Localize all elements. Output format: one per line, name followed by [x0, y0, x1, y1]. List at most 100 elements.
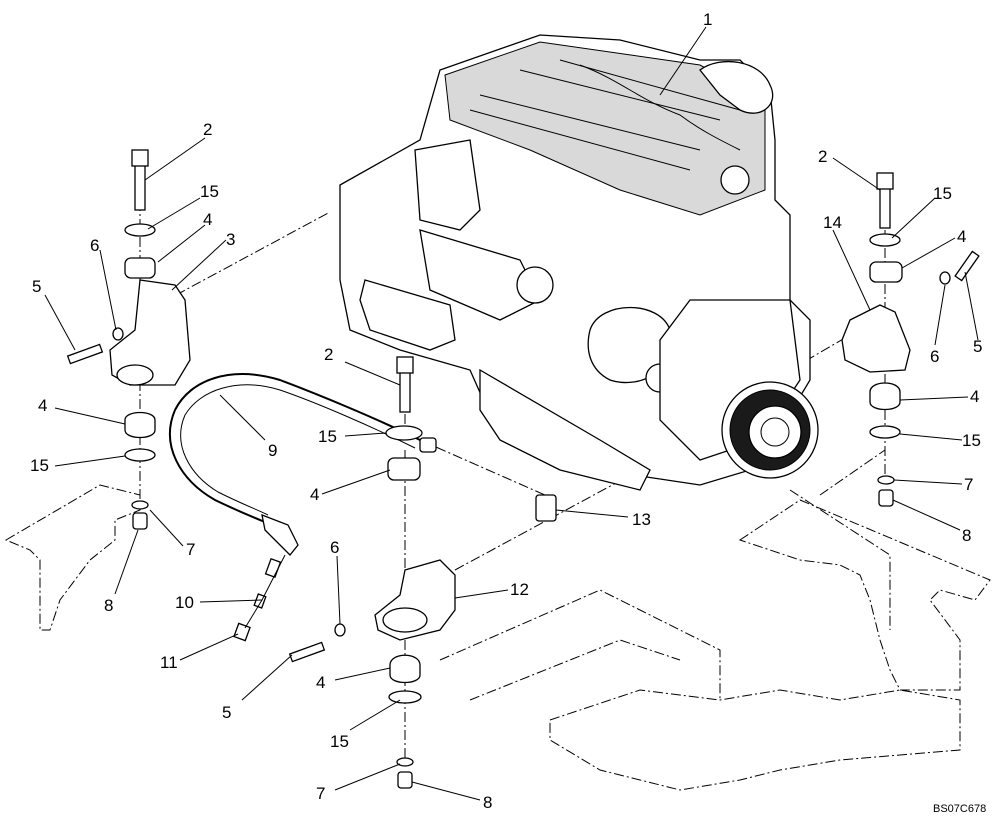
exhaust-manifold	[419, 229, 541, 321]
bolt-2-right-head	[876, 172, 894, 190]
callout-11: 11	[160, 653, 178, 672]
turbo-air-crossover	[699, 60, 774, 114]
leader-7b	[334, 763, 401, 791]
oil-pan	[479, 368, 651, 491]
leader-15d	[349, 699, 401, 731]
nut-6-right	[939, 271, 951, 285]
bolt-2-center	[399, 371, 411, 413]
leader-4d	[334, 667, 391, 681]
callout-4: 4	[957, 227, 966, 246]
center-frame-outline	[549, 689, 961, 791]
hose-9-inner	[180, 384, 416, 516]
bolt-2-left	[134, 164, 146, 211]
centerline-front	[454, 469, 641, 571]
washer-15-right-upper	[869, 233, 901, 247]
callout-15: 15	[933, 184, 952, 203]
isolator-4-right-lower	[869, 382, 901, 411]
leader-15b	[54, 455, 126, 467]
washer-15-center-upper	[385, 425, 423, 441]
leader-13	[555, 509, 629, 518]
leader-15c	[344, 432, 387, 437]
hose-end-fitting	[261, 513, 299, 556]
isolator-4-right-upper	[869, 261, 903, 283]
leader-5b	[241, 654, 293, 701]
leader-8c	[892, 499, 961, 531]
callout-9: 9	[268, 441, 277, 460]
starter-motor	[359, 279, 456, 351]
bolt-2-center-head	[396, 356, 414, 374]
callout-4: 4	[316, 673, 325, 692]
leader-1	[659, 26, 707, 96]
callout-2: 2	[324, 345, 333, 364]
isolator-4-center-upper	[387, 457, 421, 481]
leader-4f	[899, 396, 969, 401]
nut-6-center	[334, 623, 346, 637]
callout-4: 4	[310, 485, 319, 504]
leader-2b	[344, 361, 401, 386]
left-engine-mount	[66, 149, 191, 530]
bracket-14	[841, 304, 911, 373]
callout-5: 5	[222, 703, 231, 722]
valve-cover-ribs	[469, 59, 741, 171]
washer-7-right	[877, 475, 895, 485]
leader-5a	[44, 294, 76, 351]
alternator	[516, 266, 554, 304]
callout-2: 2	[818, 147, 827, 166]
center-frame-edge	[439, 589, 721, 700]
valve-cover	[444, 41, 766, 216]
callout-8: 8	[104, 596, 113, 615]
bolt-5-left	[66, 343, 104, 365]
bolt-2-right	[879, 187, 891, 229]
callout-12: 12	[510, 580, 529, 599]
leader-9	[219, 394, 266, 441]
hose-9-top-fitting	[419, 437, 437, 453]
callout-4: 4	[203, 210, 212, 229]
hose-9	[169, 373, 421, 523]
leader-7a	[149, 509, 184, 547]
fan-pulley	[720, 165, 750, 195]
centerline-center-diag	[419, 439, 546, 496]
drawing-reference-number: BS07C678	[933, 803, 986, 815]
isolator-4-center-lower	[389, 654, 421, 684]
frame-outlines	[4, 484, 991, 791]
flywheel-hub	[748, 405, 802, 459]
callout-6: 6	[330, 538, 339, 557]
nut-6-left	[112, 327, 124, 341]
leader-4e	[901, 237, 956, 269]
centerline-right-low	[819, 449, 886, 496]
callout-5: 5	[32, 277, 41, 296]
callout-4: 4	[970, 387, 979, 406]
center-engine-mount	[288, 356, 456, 789]
nut-8-left	[132, 512, 148, 530]
leader-8b	[411, 781, 481, 801]
bolt-5-center	[288, 641, 326, 663]
hose-line-thin	[244, 554, 286, 629]
callout-1: 1	[703, 10, 712, 29]
fitting-13	[535, 494, 557, 522]
bracket-3-left	[109, 279, 191, 386]
leader-2c	[832, 157, 881, 191]
left-frame-outline	[4, 484, 141, 631]
centerline-right-diag	[789, 334, 851, 371]
callout-3: 3	[226, 230, 235, 249]
callout-2: 2	[203, 120, 212, 139]
callout-13: 13	[632, 510, 651, 529]
callout-4: 4	[38, 396, 47, 415]
leader-10	[199, 599, 263, 603]
leader-15a	[147, 197, 201, 230]
bolt-5-right	[954, 250, 980, 282]
callout-6: 6	[930, 347, 939, 366]
callout-8: 8	[483, 793, 492, 812]
leader-15e	[891, 197, 936, 239]
right-engine-mount	[841, 172, 980, 507]
leader-2a	[144, 137, 206, 181]
centerline-left	[175, 211, 331, 296]
right-frame-outline	[738, 499, 991, 691]
leader-4b	[54, 407, 126, 425]
washer-7-center	[396, 757, 414, 767]
callout-labels: 1 2 15 4 3 6 5 4 15 9 7 8 10 11 2 15 4 1…	[30, 10, 982, 812]
leader-4a	[157, 224, 206, 263]
leader-4c	[321, 469, 391, 495]
